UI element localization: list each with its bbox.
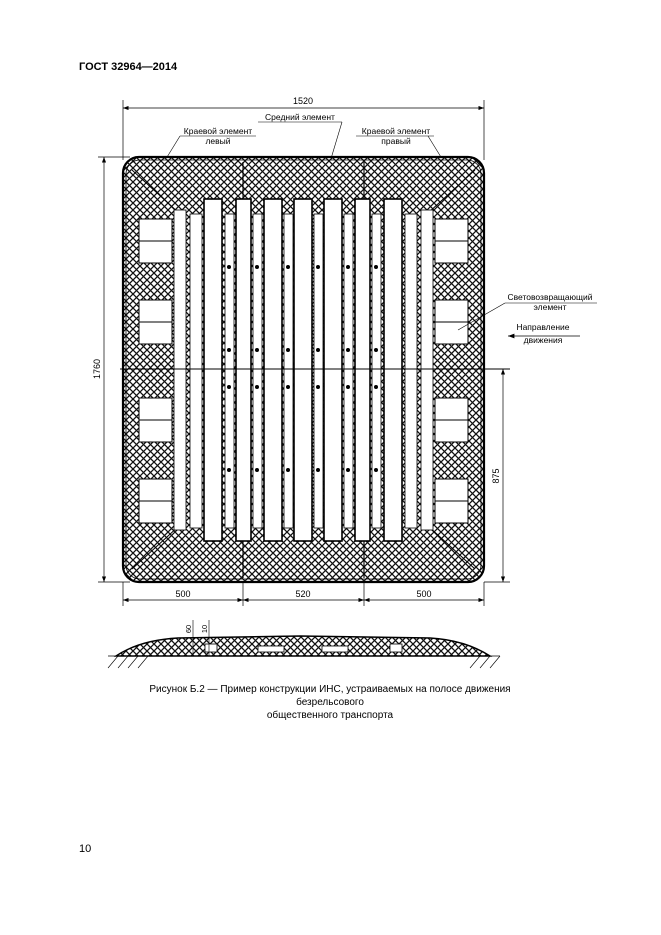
svg-text:элемент: элемент <box>534 302 567 312</box>
dimension-half-height: 875 <box>484 369 510 583</box>
fastener-dots <box>227 265 378 472</box>
svg-text:500: 500 <box>416 589 431 599</box>
svg-text:60: 60 <box>184 625 193 633</box>
total-width-label: 1520 <box>293 96 313 106</box>
svg-text:правый: правый <box>381 136 411 146</box>
cross-section: 60 10 <box>107 620 501 669</box>
svg-text:Краевой элемент: Краевой элемент <box>184 126 252 136</box>
left-edge-element <box>138 209 187 531</box>
middle-strips <box>189 198 418 542</box>
callout-reflector: Световозвращающий элемент <box>457 292 597 331</box>
svg-text:500: 500 <box>175 589 190 599</box>
svg-text:Средний элемент: Средний элемент <box>265 112 335 122</box>
svg-text:520: 520 <box>295 589 310 599</box>
svg-text:левый: левый <box>205 136 230 146</box>
svg-text:Направление: Направление <box>516 322 569 332</box>
document-header: ГОСТ 32964—2014 <box>79 61 178 73</box>
dimension-segments: 500 520 500 <box>122 582 485 606</box>
svg-text:Световозвращающий: Световозвращающий <box>507 292 592 302</box>
svg-text:875: 875 <box>491 468 501 483</box>
direction-of-travel: Направление движения <box>508 322 580 345</box>
dimension-total-height: 1760 <box>92 156 130 583</box>
svg-text:Краевой элемент: Краевой элемент <box>362 126 430 136</box>
right-edge-element <box>420 209 469 531</box>
svg-text:10: 10 <box>200 625 209 633</box>
figure-caption: Рисунок Б.2 — Пример конструкции ИНС, ус… <box>149 684 511 721</box>
page-number: 10 <box>79 843 92 855</box>
callout-middle: Средний элемент <box>258 112 343 163</box>
dimension-total-width: 1520 <box>122 96 485 160</box>
svg-text:движения: движения <box>524 335 563 345</box>
total-height-label: 1760 <box>92 359 102 379</box>
